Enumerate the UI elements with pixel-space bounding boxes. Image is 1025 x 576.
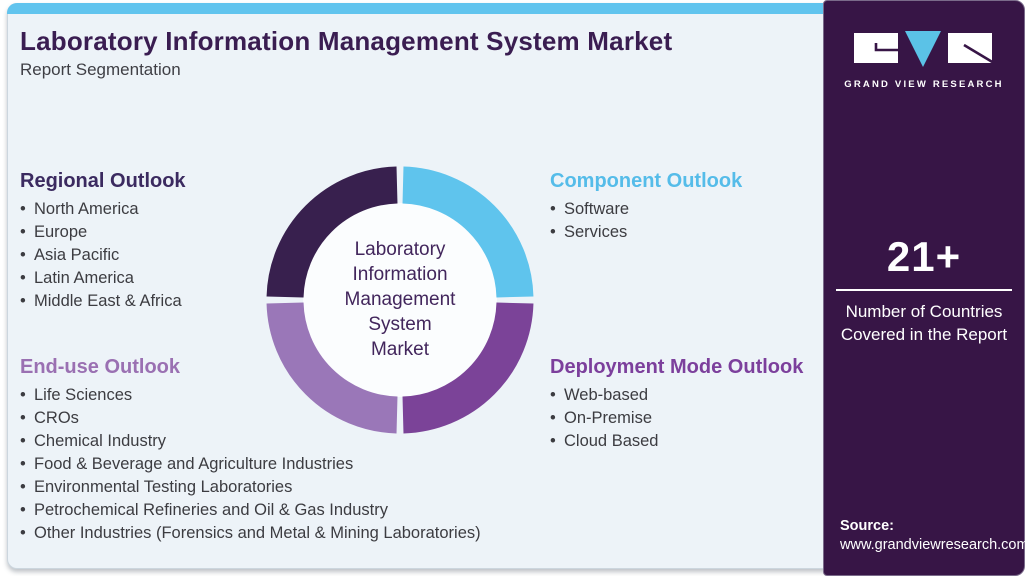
- deployment-mode-outlook-list: Web-based On-Premise Cloud Based: [550, 384, 803, 453]
- list-item: Web-based: [550, 384, 803, 407]
- list-item: Latin America: [20, 267, 186, 290]
- donut-center-label: Laboratory Information Management System…: [344, 239, 456, 360]
- list-item: Food & Beverage and Agriculture Industri…: [20, 453, 580, 476]
- countries-stat: 21+ Number of Countries Covered in the R…: [824, 233, 1024, 346]
- regional-outlook-list: North America Europe Asia Pacific Latin …: [20, 198, 186, 313]
- deployment-mode-outlook-heading: Deployment Mode Outlook: [550, 356, 804, 378]
- list-item: Petrochemical Refineries and Oil & Gas I…: [20, 499, 580, 522]
- stat-label: Number of Countries Covered in the Repor…: [840, 302, 1008, 344]
- regional-outlook-heading: Regional Outlook: [20, 170, 186, 192]
- list-item: Asia Pacific: [20, 244, 186, 267]
- component-outlook-heading: Component Outlook: [550, 170, 743, 192]
- segmentation-donut-chart: [266, 166, 534, 434]
- end-use-outlook-list: Life Sciences CROs Chemical Industry Foo…: [20, 384, 580, 545]
- top-accent-bar: [7, 3, 823, 14]
- source-block: Source: www.grandviewresearch.com: [840, 518, 1025, 553]
- component-outlook-list: Software Services: [550, 198, 742, 244]
- list-item: CROs: [20, 407, 580, 430]
- sidebar: GRAND VIEW RESEARCH 21+ Number of Countr…: [823, 0, 1025, 576]
- list-item: Middle East & Africa: [20, 290, 186, 313]
- gvr-logo: GRAND VIEW RESEARCH: [824, 27, 1024, 90]
- gvr-logo-icon: [854, 31, 995, 67]
- end-use-outlook-heading: End-use Outlook: [20, 356, 180, 378]
- gvr-logo-wordmark: GRAND VIEW RESEARCH: [844, 79, 1004, 90]
- stat-value: 21+: [886, 233, 962, 280]
- list-item: Other Industries (Forensics and Metal & …: [20, 522, 580, 545]
- page-subtitle: Report Segmentation: [20, 60, 181, 79]
- list-item: North America: [20, 198, 186, 221]
- source-url-link[interactable]: www.grandviewresearch.com: [840, 537, 1025, 553]
- donut-inner-circle: [303, 203, 497, 397]
- donut-segment-regional: [266, 166, 399, 299]
- donut-segment-component: [401, 166, 534, 299]
- stat-divider: [836, 289, 1012, 291]
- source-label: Source:: [840, 518, 894, 534]
- list-item: On-Premise: [550, 407, 803, 430]
- list-item: Software: [550, 198, 742, 221]
- donut-segment-end-use: [266, 301, 399, 434]
- list-item: Chemical Industry: [20, 430, 580, 453]
- section-regional-outlook: Regional Outlook North America Europe As…: [20, 170, 186, 313]
- list-item: Europe: [20, 221, 186, 244]
- section-component-outlook: Component Outlook Software Services: [550, 170, 742, 244]
- list-item: Environmental Testing Laboratories: [20, 476, 580, 499]
- list-item: Cloud Based: [550, 430, 803, 453]
- list-item: Life Sciences: [20, 384, 580, 407]
- list-item: Services: [550, 221, 742, 244]
- section-deployment-mode-outlook: Deployment Mode Outlook Web-based On-Pre…: [550, 356, 803, 453]
- page-title: Laboratory Information Management System…: [20, 26, 673, 56]
- section-end-use-outlook: End-use Outlook Life Sciences CROs Chemi…: [20, 356, 580, 545]
- donut-segment-deployment: [401, 301, 534, 434]
